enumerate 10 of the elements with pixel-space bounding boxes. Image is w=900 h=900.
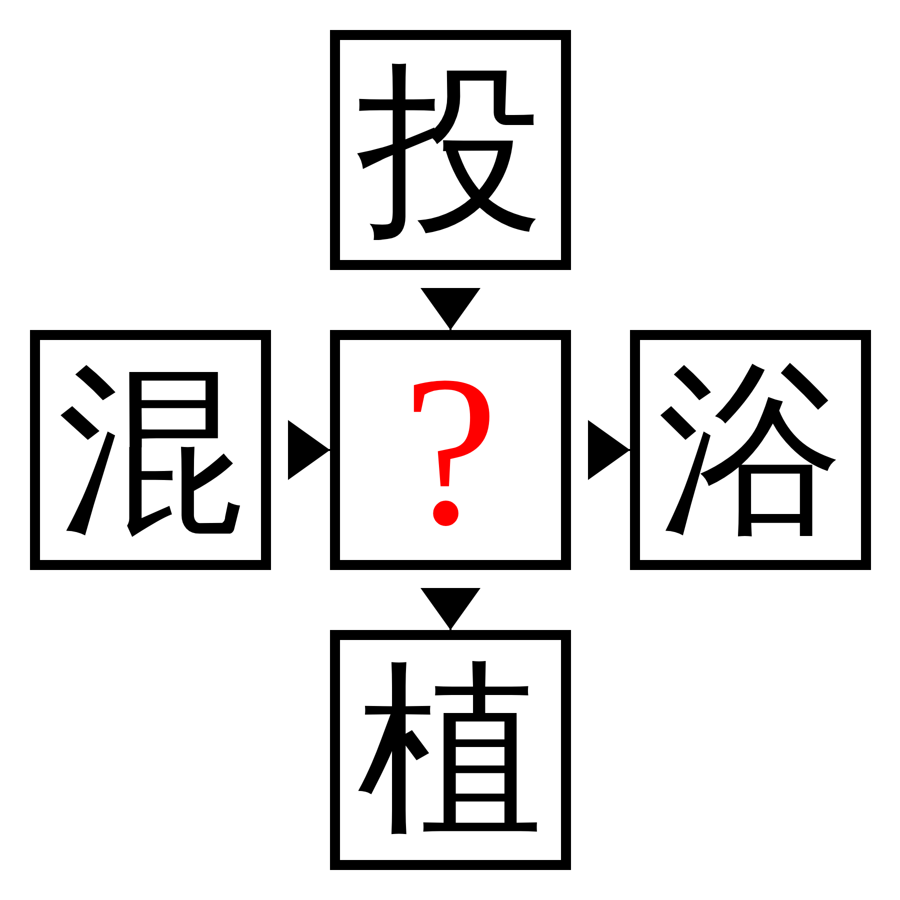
character-box (330, 30, 571, 270)
kanji-character: 植 (358, 657, 544, 843)
kanji-character: 混 (58, 357, 244, 543)
character-box (630, 330, 871, 570)
kanji-character: 投 (358, 57, 544, 243)
character-box (330, 630, 571, 870)
kanji-character: 浴 (658, 357, 844, 543)
character-box (330, 330, 571, 570)
character-box (30, 330, 271, 570)
question-mark: ? (402, 342, 498, 558)
